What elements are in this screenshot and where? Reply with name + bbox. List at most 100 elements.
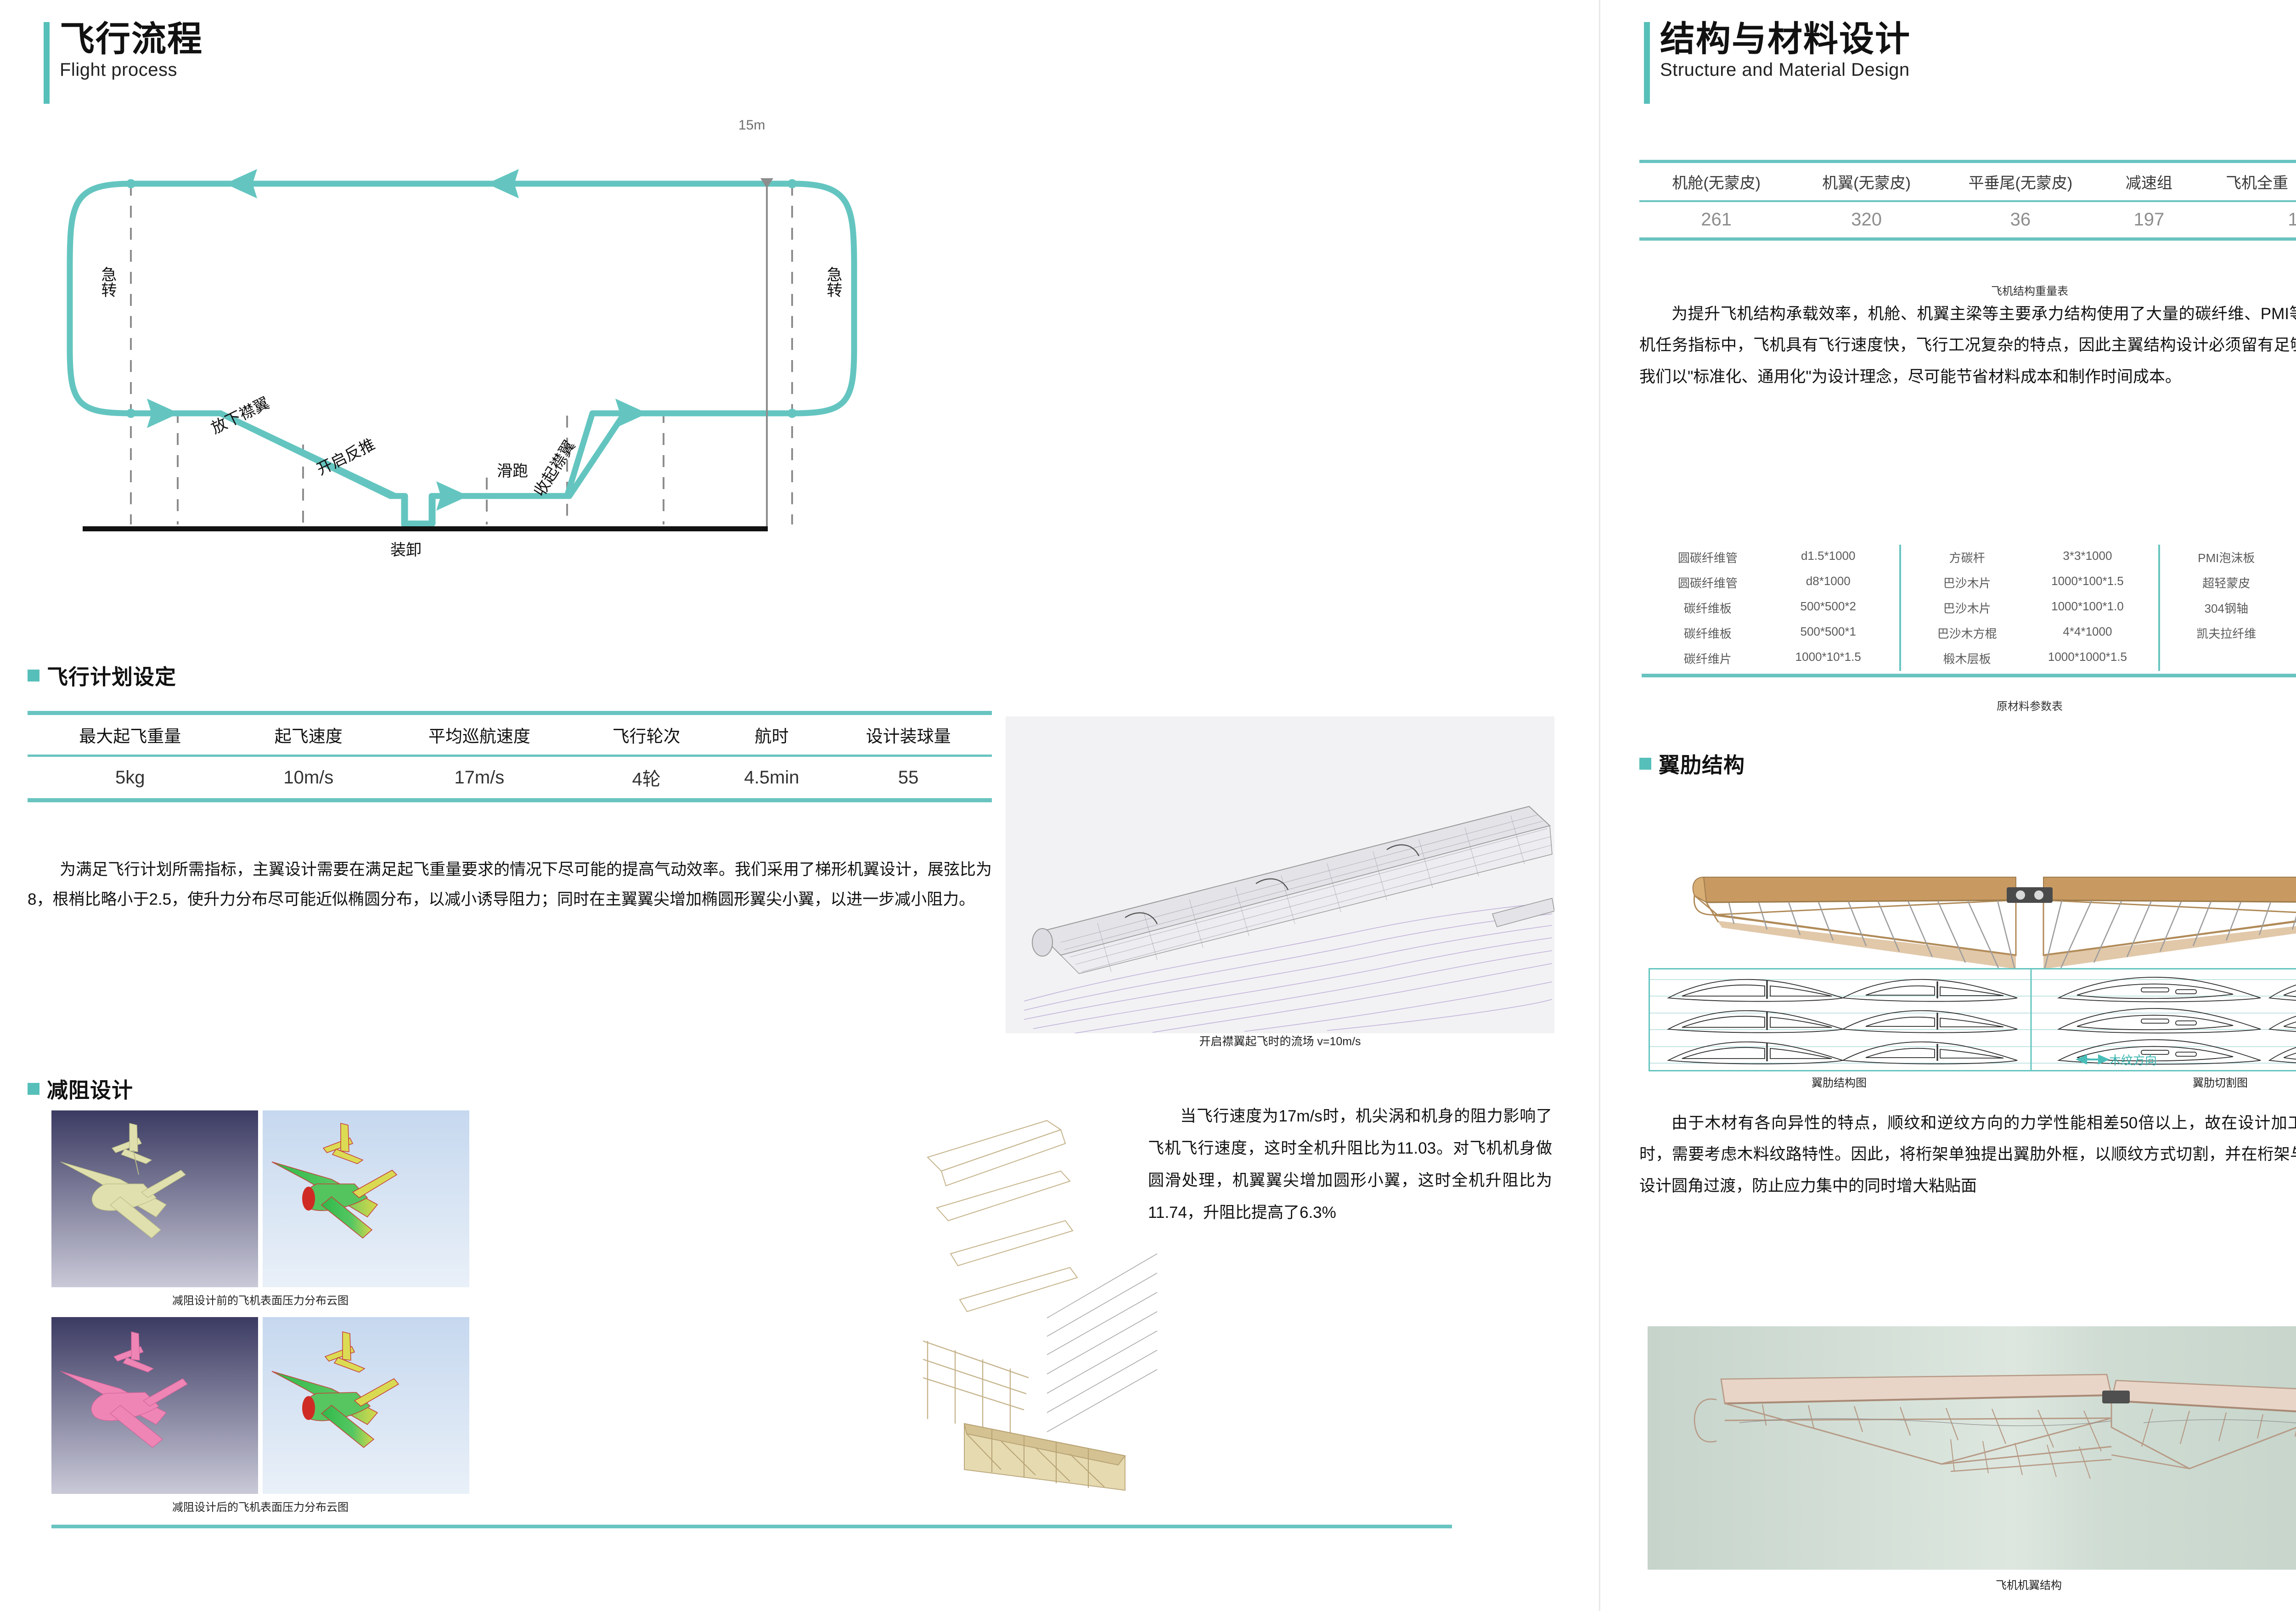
material-row: 巴沙木片 1000*100*1.0 (1909, 595, 2150, 620)
th-4: 航时 (754, 727, 789, 746)
flight-profile-diagram: 15m 急转 急转 放下襟翼 开启反推 滑跑 收起襟翼 装卸 (28, 118, 1557, 559)
material-row: 碳纤维片 1000*10*1.5 (1650, 646, 1891, 671)
figure-aircraft-after-pressure (263, 1317, 469, 1494)
material-column-1: 圆碳纤维管 d1.5*1000 圆碳纤维管 d8*1000 碳纤维板 500*5… (1642, 545, 1899, 671)
paragraph-material-intro: 为提升飞机结构承载效率，机舱、机翼主梁等主要承力结构使用了大量的碳纤维、PMI等… (1639, 305, 2296, 386)
material-row: 方碳杆 3*3*1000 (1909, 545, 2150, 570)
material-spec: 1000*100*1.0 (2051, 599, 2124, 613)
wing-photo-illustration (1648, 1326, 2296, 1570)
material-row: 椴木层板 1000*1000*1.5 (1909, 646, 2150, 671)
material-parameter-table: 圆碳纤维管 d1.5*1000 圆碳纤维管 d8*1000 碳纤维板 500*5… (1642, 545, 2296, 677)
table-rule-mid (1639, 200, 2296, 202)
flight-plan-table: 最大起飞重量 起飞速度 平均巡航速度 飞行轮次 航时 设计装球量 5kg 10m… (28, 711, 992, 802)
material-name: 巴沙木片 (1943, 602, 1991, 615)
material-spec: d4*1000 (2284, 599, 2296, 616)
title-accent-bar (44, 22, 50, 104)
td-1: 10m/s (283, 767, 334, 788)
th-2: 平垂尾(无蒙皮) (1968, 175, 2073, 192)
paragraph-wing-design: 为满足飞行计划所需指标，主翼设计需要在满足起飞重量要求的情况下尽可能的提高气动效… (28, 861, 992, 908)
table-rule-top (28, 711, 992, 715)
figure-aircraft-before-geometry (51, 1110, 258, 1287)
material-name: 碳纤维板 (1683, 627, 1732, 641)
material-row: 圆碳纤维管 d1.5*1000 (1650, 545, 1891, 570)
section-title-structure: 结构与材料设计 Structure and Material Design (1644, 22, 1911, 114)
bottom-accent-rule (51, 1525, 1452, 1528)
table-rule-mid (28, 755, 992, 757)
subtitle-flight-plan: 飞行计划设定 (28, 660, 176, 691)
altitude-label: 15m (738, 118, 765, 133)
flight-label-sharp-turn-right: 急转 (824, 266, 842, 298)
caption-weight-table: 飞机结构重量表 (1991, 285, 2068, 298)
table-header-row: 最大起飞重量 起飞速度 平均巡航速度 飞行轮次 航时 设计装球量 (28, 715, 992, 755)
section-title-flight: 飞行流程 Flight process (44, 22, 203, 114)
table-rule-top (1639, 160, 2296, 163)
caption-rib-cut: 翼肋切割图 (2193, 1077, 2248, 1089)
material-spec: 1000*1000*10 (2284, 549, 2296, 566)
figure-wing-sketch (909, 1102, 1166, 1506)
material-spec: 600*3000*0.2 (2284, 574, 2296, 591)
material-row: PMI泡沫板 1000*1000*10 (2168, 545, 2296, 570)
material-spec: 4*4*1000 (2063, 625, 2112, 638)
material-row: 碳纤维板 500*500*1 (1650, 620, 1891, 646)
material-name: 304钢轴 (2204, 602, 2248, 615)
th-2: 平均巡航速度 (428, 727, 530, 746)
figure-cfd-flow (1006, 716, 1554, 1033)
material-name: 凯夫拉纤维 (2196, 627, 2257, 641)
material-name: 圆碳纤维管 (1677, 576, 1738, 590)
weight-table: 机舱(无蒙皮) 机翼(无蒙皮) 平垂尾(无蒙皮) 减速组 飞机全重（电装+蒙皮）… (1639, 160, 2296, 241)
th-3: 减速组 (2125, 175, 2172, 192)
material-spec: 1000*1000*1.5 (2048, 650, 2127, 664)
material-name: 方碳杆 (1949, 551, 1985, 565)
material-name: 超轻蒙皮 (2202, 576, 2251, 590)
th-4: 飞机全重（电装+蒙皮） (2225, 175, 2296, 192)
material-column-3: PMI泡沫板 1000*1000*10 超轻蒙皮 600*3000*0.2 30… (2158, 545, 2296, 671)
material-row: 304钢轴 d4*1000 (2168, 595, 2296, 620)
th-1: 机翼(无蒙皮) (1822, 175, 1911, 192)
td-4: 1430 (2288, 209, 2296, 230)
table-rule-bottom (1639, 237, 2296, 241)
subtitle-accent-square (1639, 758, 1651, 770)
caption-rib-structure: 翼肋结构图 (1812, 1077, 1867, 1089)
subtitle-rib: 翼肋结构 (1639, 749, 1745, 779)
material-row: 巴沙木方棍 4*4*1000 (1909, 620, 2150, 646)
flight-label-load-unload: 装卸 (390, 541, 422, 559)
subtitle-accent-square (28, 1083, 39, 1095)
aircraft-render-2 (263, 1110, 469, 1287)
rib-3d-illustration (1692, 876, 2296, 970)
th-0: 机舱(无蒙皮) (1672, 175, 1761, 192)
title-accent-bar (1644, 22, 1650, 104)
aircraft-render-1 (51, 1110, 258, 1287)
table-header-row: 机舱(无蒙皮) 机翼(无蒙皮) 平垂尾(无蒙皮) 减速组 飞机全重（电装+蒙皮） (1639, 163, 2296, 200)
material-row: 巴沙木片 1000*100*1.5 (1909, 570, 2150, 595)
subtitle-drag-design: 减阻设计 (28, 1074, 133, 1104)
flight-label-taxi-run: 滑跑 (497, 462, 528, 480)
caption-pressure-after: 减阻设计后的飞机表面压力分布云图 (172, 1501, 349, 1514)
td-2: 36 (2010, 209, 2031, 230)
caption-material-table: 原材料参数表 (1997, 700, 2063, 713)
material-spec: 1000*100*1.5 (2051, 574, 2124, 588)
td-2: 17m/s (454, 767, 505, 788)
paragraph-drag-result: 当飞行速度为17m/s时，机尖涡和机身的阻力影响了飞机飞行速度，这时全机升阻比为… (1148, 1107, 1552, 1222)
wing-sketch-illustration (923, 1120, 1158, 1491)
td-0: 5kg (115, 767, 145, 788)
td-3: 197 (2133, 209, 2165, 230)
material-spec: 3*3*1000 (2063, 549, 2112, 563)
section-title-cn: 结构与材料设计 (1660, 20, 1911, 59)
material-name: 碳纤维板 (1683, 602, 1732, 615)
material-name: 碳纤维片 (1683, 652, 1732, 666)
th-0: 最大起飞重量 (79, 727, 181, 746)
subtitle-accent-square (28, 670, 39, 682)
td-1: 320 (1851, 209, 1882, 230)
td-5: 55 (898, 767, 919, 788)
figure-aircraft-after-geometry (51, 1317, 258, 1494)
td-0: 261 (1701, 209, 1732, 230)
figure-aircraft-before-pressure (263, 1110, 469, 1287)
material-columns: 圆碳纤维管 d1.5*1000 圆碳纤维管 d8*1000 碳纤维板 500*5… (1642, 545, 2296, 671)
material-row: 碳纤维板 500*500*2 (1650, 595, 1891, 620)
column-divider-1 (1599, 0, 1600, 1611)
caption-pressure-before: 减阻设计前的飞机表面压力分布云图 (172, 1295, 349, 1307)
figure-rib-3d-render (1649, 817, 2296, 1033)
material-spec: 500*500*2 (1800, 599, 1856, 613)
th-3: 飞行轮次 (612, 727, 681, 746)
flight-label-sharp-turn-left: 急转 (99, 266, 116, 298)
